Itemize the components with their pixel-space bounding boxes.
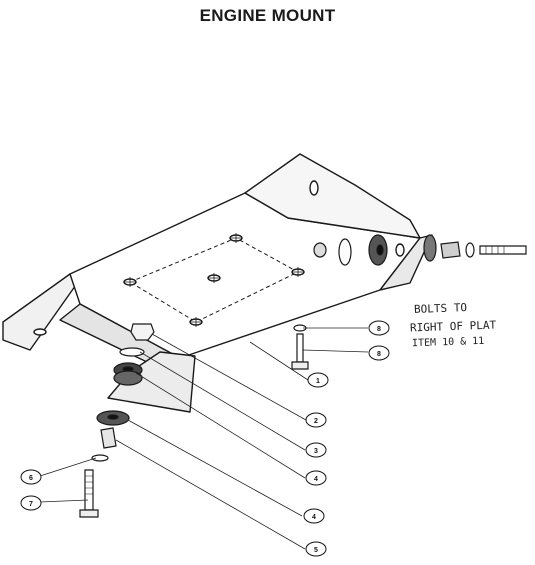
callout-2: 2	[305, 412, 327, 428]
mount-plate	[2, 153, 433, 413]
front-hardware	[79, 323, 155, 518]
callout-7: 7	[20, 495, 42, 511]
callout-7-label: 7	[29, 501, 33, 508]
callout-2-label: 2	[314, 418, 318, 425]
leader-lines	[39, 327, 369, 550]
handwritten-note-line1: BOLTS TO	[413, 301, 468, 316]
callout-3-label: 3	[314, 448, 318, 455]
rear-hardware	[313, 234, 527, 266]
callout-6: 6	[20, 469, 42, 485]
right-bolt	[291, 324, 309, 370]
callout-8b: 8	[368, 345, 390, 361]
callout-1-label: 1	[316, 378, 320, 385]
callout-5: 5	[305, 541, 327, 557]
callout-1: 1	[307, 372, 329, 388]
callout-4b: 4	[303, 508, 325, 524]
callout-4b-label: 4	[312, 514, 316, 521]
callout-4a: 4	[305, 470, 327, 486]
callout-6-label: 6	[29, 475, 33, 482]
callout-8b-label: 8	[377, 351, 381, 358]
callout-8a-label: 8	[377, 326, 381, 333]
callout-3: 3	[305, 442, 327, 458]
callout-5-label: 5	[314, 547, 318, 554]
callout-8a: 8	[368, 320, 390, 336]
callout-4a-label: 4	[314, 476, 318, 483]
page-title: ENGINE MOUNT	[199, 6, 336, 25]
